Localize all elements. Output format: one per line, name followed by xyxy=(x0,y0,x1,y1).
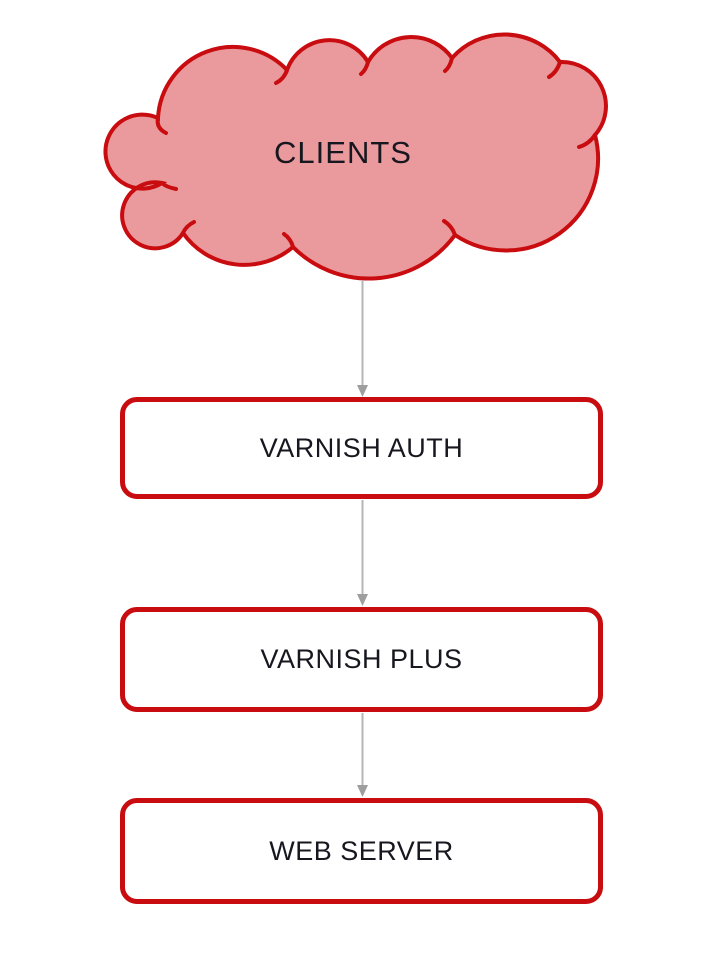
arrow-varnish-auth-to-varnish-plus xyxy=(357,500,368,606)
cloud-scallop-hooks xyxy=(155,56,597,249)
node-varnish-auth: VARNISH AUTH xyxy=(120,397,603,499)
arrow-varnish-plus-to-web-server xyxy=(357,713,368,797)
cloud-body xyxy=(105,34,606,279)
arrow-head-icon xyxy=(357,594,368,606)
arrow-head-icon xyxy=(357,385,368,397)
cloud-label-clients: CLIENTS xyxy=(274,135,412,170)
node-web-server: WEB SERVER xyxy=(120,798,603,904)
node-label: VARNISH AUTH xyxy=(259,432,464,463)
node-label: WEB SERVER xyxy=(269,835,454,866)
node-varnish-plus: VARNISH PLUS xyxy=(120,607,603,712)
cloud-outline xyxy=(103,32,608,281)
node-label: VARNISH PLUS xyxy=(260,644,463,674)
arrow-head-icon xyxy=(357,785,368,797)
clients-cloud-shape xyxy=(103,32,608,281)
arrow-clients-to-varnish-auth xyxy=(357,280,368,397)
